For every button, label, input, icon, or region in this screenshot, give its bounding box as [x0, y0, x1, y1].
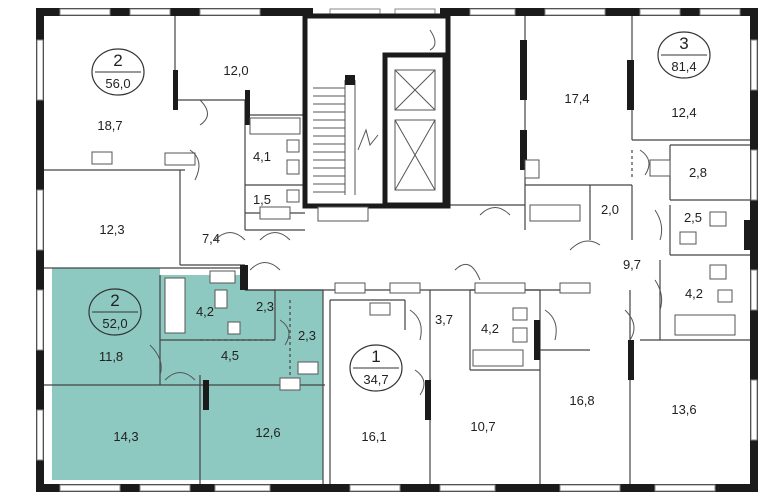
apartment-rooms: 2 [113, 51, 122, 70]
apartment-area: 52,0 [102, 316, 127, 331]
wall-stubs [173, 40, 750, 420]
apartment-badge-center[interactable]: 1 34,7 [349, 344, 403, 392]
room-area: 18,7 [97, 118, 122, 133]
room-area: 4,2 [481, 321, 499, 336]
fixtures [91, 117, 736, 391]
doors [149, 29, 663, 396]
apartment-area: 34,7 [363, 372, 388, 387]
room-area: 14,3 [113, 429, 138, 444]
room-area: 4,5 [221, 348, 239, 363]
room-area: 4,1 [253, 149, 271, 164]
stair-steps [313, 80, 356, 195]
room-area: 2,5 [684, 210, 702, 225]
room-area: 7,4 [202, 231, 220, 246]
room-area: 2,3 [256, 299, 274, 314]
room-area: 11,8 [99, 349, 123, 364]
apartment-badge-left-top[interactable]: 2 56,0 [91, 48, 145, 96]
room-area-labels: 12,0 18,7 4,1 1,5 12,3 7,4 17,4 12,4 2,8… [97, 63, 707, 444]
room-area: 1,5 [253, 192, 271, 207]
apartment-area: 56,0 [105, 76, 130, 91]
apartment-rooms: 3 [679, 34, 688, 53]
stair-core [302, 13, 451, 209]
room-area: 10,7 [470, 419, 495, 434]
room-area: 9,7 [623, 257, 641, 272]
apartment-rooms: 2 [110, 291, 119, 310]
room-area: 3,7 [435, 312, 453, 327]
apartment-rooms: 1 [371, 347, 380, 366]
apartment-badge-selected[interactable]: 2 52,0 [88, 288, 142, 336]
room-area: 17,4 [564, 91, 589, 106]
room-area: 2,3 [298, 328, 316, 343]
apartment-badge-right-top[interactable]: 3 81,4 [657, 31, 711, 79]
room-area: 12,6 [255, 425, 280, 440]
room-area: 4,2 [196, 304, 214, 319]
room-area: 2,0 [601, 202, 619, 217]
apartment-area: 81,4 [671, 59, 696, 74]
room-area: 4,2 [685, 286, 703, 301]
room-area: 16,1 [361, 429, 386, 444]
room-area: 16,8 [569, 393, 594, 408]
room-area: 13,6 [671, 402, 696, 417]
windows [36, 8, 758, 492]
room-area: 12,4 [671, 105, 696, 120]
room-area: 12,3 [99, 222, 124, 237]
room-area: 12,0 [223, 63, 248, 78]
room-area: 2,8 [689, 165, 707, 180]
